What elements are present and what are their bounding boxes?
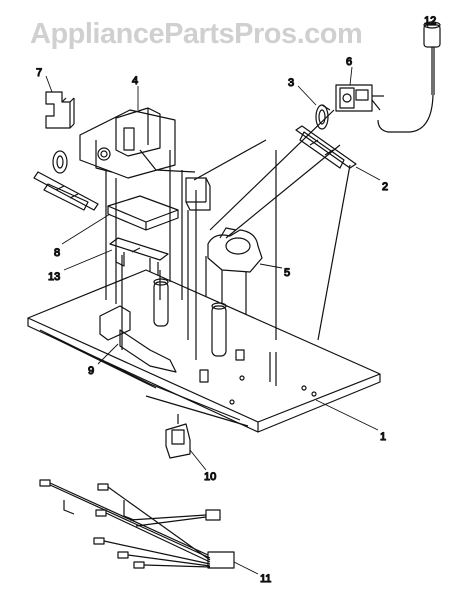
part-2-bracket-right[interactable] [295, 125, 357, 169]
part-5-fan-assembly[interactable] [205, 227, 263, 320]
callout-3: 3 [288, 77, 294, 89]
part-3-knob[interactable] [315, 104, 331, 130]
callout-12: 12 [424, 15, 436, 27]
part-4-motor-housing[interactable] [79, 107, 196, 179]
leader-lines [45, 23, 429, 575]
callout-11: 11 [260, 573, 271, 585]
callout-1: 1 [380, 431, 386, 443]
callout-7: 7 [36, 67, 42, 79]
callout-10: 10 [204, 471, 216, 483]
callout-9: 9 [88, 365, 94, 377]
callout-5: 5 [284, 267, 290, 279]
left-knob[interactable] [52, 150, 68, 174]
callout-4: 4 [132, 75, 138, 87]
part-13-bracket[interactable] [109, 237, 169, 277]
part-10-switch[interactable] [165, 414, 191, 459]
part-12-sensor[interactable] [377, 21, 441, 133]
part-8-control-board[interactable] [107, 195, 179, 231]
part-11-wire-harness[interactable] [39, 479, 235, 569]
part-7-clip[interactable] [45, 91, 75, 129]
callout-13: 13 [48, 271, 60, 283]
part-1-base-plate[interactable] [27, 109, 381, 433]
left-bracket[interactable] [33, 171, 99, 211]
watermark: AppliancePartsPros.com [30, 18, 363, 50]
callout-8: 8 [54, 247, 60, 259]
part-6-thermostat[interactable] [335, 84, 384, 112]
small-block[interactable] [185, 177, 211, 211]
callout-2: 2 [382, 181, 388, 193]
callout-6: 6 [346, 56, 352, 68]
